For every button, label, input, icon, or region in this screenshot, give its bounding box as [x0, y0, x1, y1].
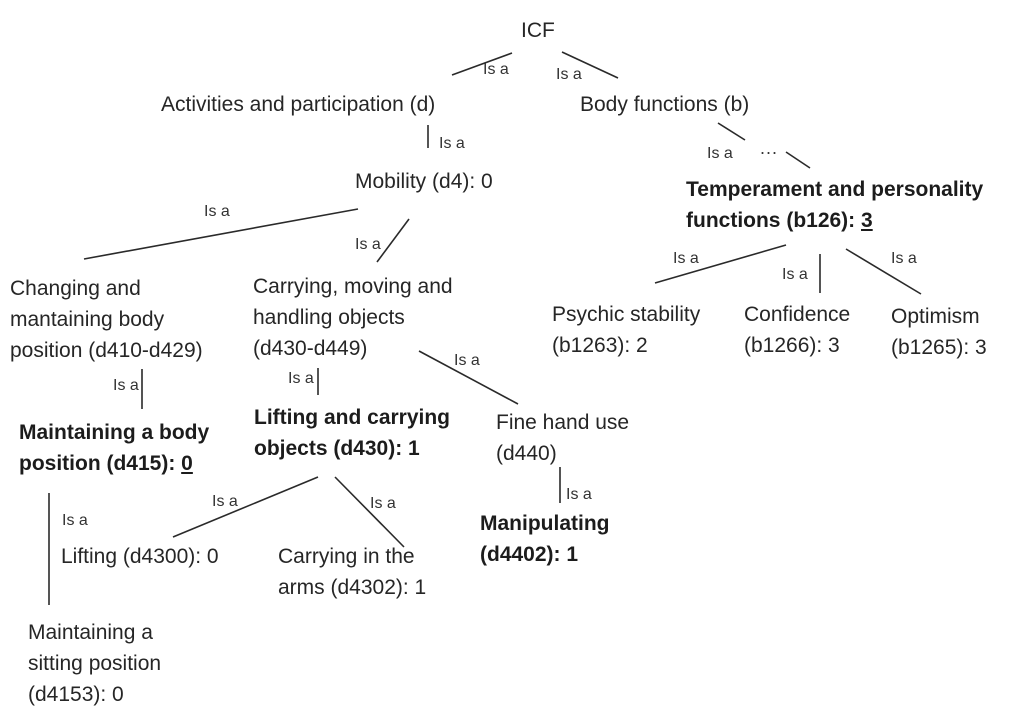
edge-icf-body: [561, 51, 619, 79]
node-sitting-line2: sitting position: [28, 652, 162, 675]
relation-label: Is a: [355, 236, 381, 253]
node-sitting-line3: (d4153): 0: [28, 683, 124, 706]
node-fine-hand-line2: (d440): [496, 442, 557, 465]
node-temperament-line2: functions (b126): 3: [686, 205, 983, 236]
node-maintaining-code: position (d415):: [19, 452, 182, 475]
node-carrying-arms-line2: arms (d4302): 1: [278, 576, 427, 599]
node-changing-line3: position (d410-d429): [10, 339, 203, 362]
node-carrying-line3: (d430-d449): [253, 337, 368, 360]
relation-label: Is a: [707, 145, 733, 162]
edge-mobility-carrying: [376, 218, 410, 263]
node-carrying-line1: Carrying, moving and: [253, 275, 453, 298]
node-mobility: Mobility (d4): 0: [355, 170, 493, 193]
edge-temperament-psychic: [654, 244, 787, 284]
node-temperament-code: functions (b126):: [686, 209, 862, 232]
node-confidence-line1: Confidence: [744, 303, 851, 326]
ellipsis: ...: [760, 138, 779, 158]
node-temperament-score: 3: [861, 209, 873, 232]
node-manipulating: Manipulating (d4402): 1: [480, 508, 610, 570]
edge-lifting-carrying-arms: [334, 476, 405, 548]
node-lifting-carrying-line2: objects (d430): 1: [254, 437, 420, 460]
relation-label: Is a: [782, 266, 808, 283]
node-activities-participation: Activities and participation (d): [161, 93, 436, 116]
node-changing-line2: mantaining body: [10, 308, 165, 331]
relation-label: Is a: [204, 203, 230, 220]
edge-body-ellipsis: [717, 122, 746, 141]
node-optimism-line2: (b1265): 3: [891, 336, 987, 359]
edge-carrying-fine-hand: [418, 350, 519, 405]
relation-label: Is a: [483, 61, 509, 78]
node-temperament-line1: Temperament and personality: [686, 178, 984, 201]
node-optimism: Optimism (b1265): 3: [891, 301, 987, 363]
node-carrying-arms-line1: Carrying in the: [278, 545, 415, 568]
node-fine-hand-line1: Fine hand use: [496, 411, 630, 434]
relation-label: Is a: [62, 512, 88, 529]
node-carrying-line2: handling objects: [253, 306, 405, 329]
relation-label: Is a: [288, 370, 314, 387]
node-lifting-and-carrying: Lifting and carrying objects (d430): 1: [254, 402, 450, 464]
node-icf: ICF: [521, 19, 555, 42]
node-changing-maintaining-position: Changing and mantaining body position (d…: [10, 273, 203, 366]
node-lifting-carrying-line1: Lifting and carrying: [254, 406, 451, 429]
node-manipulating-line2: (d4402): 1: [480, 543, 579, 566]
node-sitting-position: Maintaining a sitting position (d4153): …: [28, 617, 161, 710]
edge-icf-activities: [451, 52, 513, 76]
node-fine-hand-use: Fine hand use (d440): [496, 407, 629, 469]
edge-lifting-carrying-lifting: [172, 476, 319, 538]
relation-label: Is a: [566, 486, 592, 503]
edge-ellipsis-temperament: [785, 151, 811, 169]
node-manipulating-line1: Manipulating: [480, 512, 610, 535]
edge-mobility-changing: [83, 208, 359, 260]
node-body-functions: Body functions (b): [580, 93, 750, 116]
node-sitting-line1: Maintaining a: [28, 621, 153, 644]
node-carrying-moving-handling: Carrying, moving and handling objects (d…: [253, 271, 453, 364]
node-confidence: Confidence (b1266): 3: [744, 299, 850, 361]
node-optimism-line1: Optimism: [891, 305, 980, 328]
edge-temperament-optimism: [845, 248, 922, 295]
relation-label: Is a: [439, 135, 465, 152]
node-maintaining-body-position: Maintaining a body position (d415): 0: [19, 417, 209, 479]
node-confidence-line2: (b1266): 3: [744, 334, 840, 357]
node-psychic-line1: Psychic stability: [552, 303, 701, 326]
relation-label: Is a: [556, 66, 582, 83]
node-carrying-in-arms: Carrying in the arms (d4302): 1: [278, 541, 426, 603]
node-changing-line1: Changing and: [10, 277, 141, 300]
node-maintaining-line1: Maintaining a body: [19, 421, 210, 444]
node-lifting: Lifting (d4300): 0: [61, 545, 219, 568]
relation-label: Is a: [370, 495, 396, 512]
node-maintaining-line2: position (d415): 0: [19, 448, 209, 479]
node-maintaining-score: 0: [181, 452, 193, 475]
node-psychic-stability: Psychic stability (b1263): 2: [552, 299, 700, 361]
node-temperament-personality: Temperament and personality functions (b…: [686, 174, 983, 236]
relation-label: Is a: [891, 250, 917, 267]
relation-label: Is a: [212, 493, 238, 510]
relation-label: Is a: [673, 250, 699, 267]
node-psychic-line2: (b1263): 2: [552, 334, 648, 357]
relation-label: Is a: [454, 352, 480, 369]
relation-label: Is a: [113, 377, 139, 394]
